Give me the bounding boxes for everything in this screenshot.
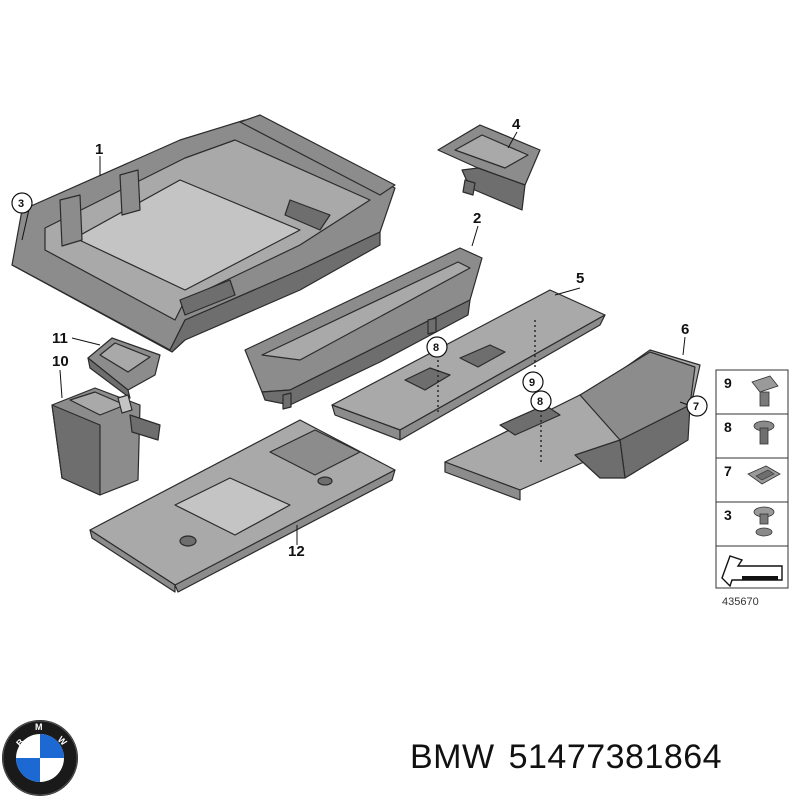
legend-label-8: 8 xyxy=(724,419,732,435)
legend-label-9: 9 xyxy=(724,375,732,391)
brand-name: BMW xyxy=(410,738,495,776)
callout-12: 12 xyxy=(288,543,305,560)
bmw-logo: B M W xyxy=(2,720,78,796)
leader-lines xyxy=(21,131,689,545)
part-number: 51477381864 xyxy=(508,738,723,776)
part-1-luggage-tray xyxy=(11,114,396,353)
part-10-holder xyxy=(51,387,161,496)
part-6-storage-bin xyxy=(444,349,701,501)
callout-8b: 8 xyxy=(537,396,543,408)
legend-label-3: 3 xyxy=(724,507,732,523)
callout-7-circle: 7 xyxy=(686,395,708,417)
part-caption: BMW 51477381864 xyxy=(410,738,736,777)
callout-9: 9 xyxy=(529,377,535,389)
callout-7: 7 xyxy=(693,401,699,413)
expanding-rivet-icon xyxy=(753,506,775,537)
callout-4: 4 xyxy=(512,116,521,133)
direction-arrow-icon xyxy=(721,555,783,588)
callout-10: 10 xyxy=(52,353,69,370)
legend-label-7: 7 xyxy=(724,463,732,479)
callout-3-circle: 3 xyxy=(11,192,33,214)
part-12-floor-cover xyxy=(89,419,396,593)
callout-8b-circle: 8 xyxy=(530,390,552,412)
callout-8a: 8 xyxy=(433,342,439,354)
spring-nut-icon xyxy=(747,465,781,485)
callout-8a-circle: 8 xyxy=(426,336,448,358)
svg-text:M: M xyxy=(35,722,43,732)
screw-icon xyxy=(753,420,775,445)
callout-5: 5 xyxy=(576,270,584,287)
callout-6: 6 xyxy=(681,321,689,338)
fastener-legend: 9 8 7 3 435670 xyxy=(715,369,789,608)
part-5-floor-panel xyxy=(331,289,606,441)
part-2-side-trim xyxy=(244,247,483,410)
callout-11: 11 xyxy=(52,330,68,347)
part-4-storage-box xyxy=(437,124,541,211)
callout-1: 1 xyxy=(95,141,103,158)
callout-3: 3 xyxy=(18,198,24,210)
callout-9-circle: 9 xyxy=(522,371,544,393)
clip-nut-icon xyxy=(751,375,779,407)
diagram-number: 435670 xyxy=(722,596,759,608)
callout-2: 2 xyxy=(473,210,481,227)
part-11-cover xyxy=(87,337,161,399)
